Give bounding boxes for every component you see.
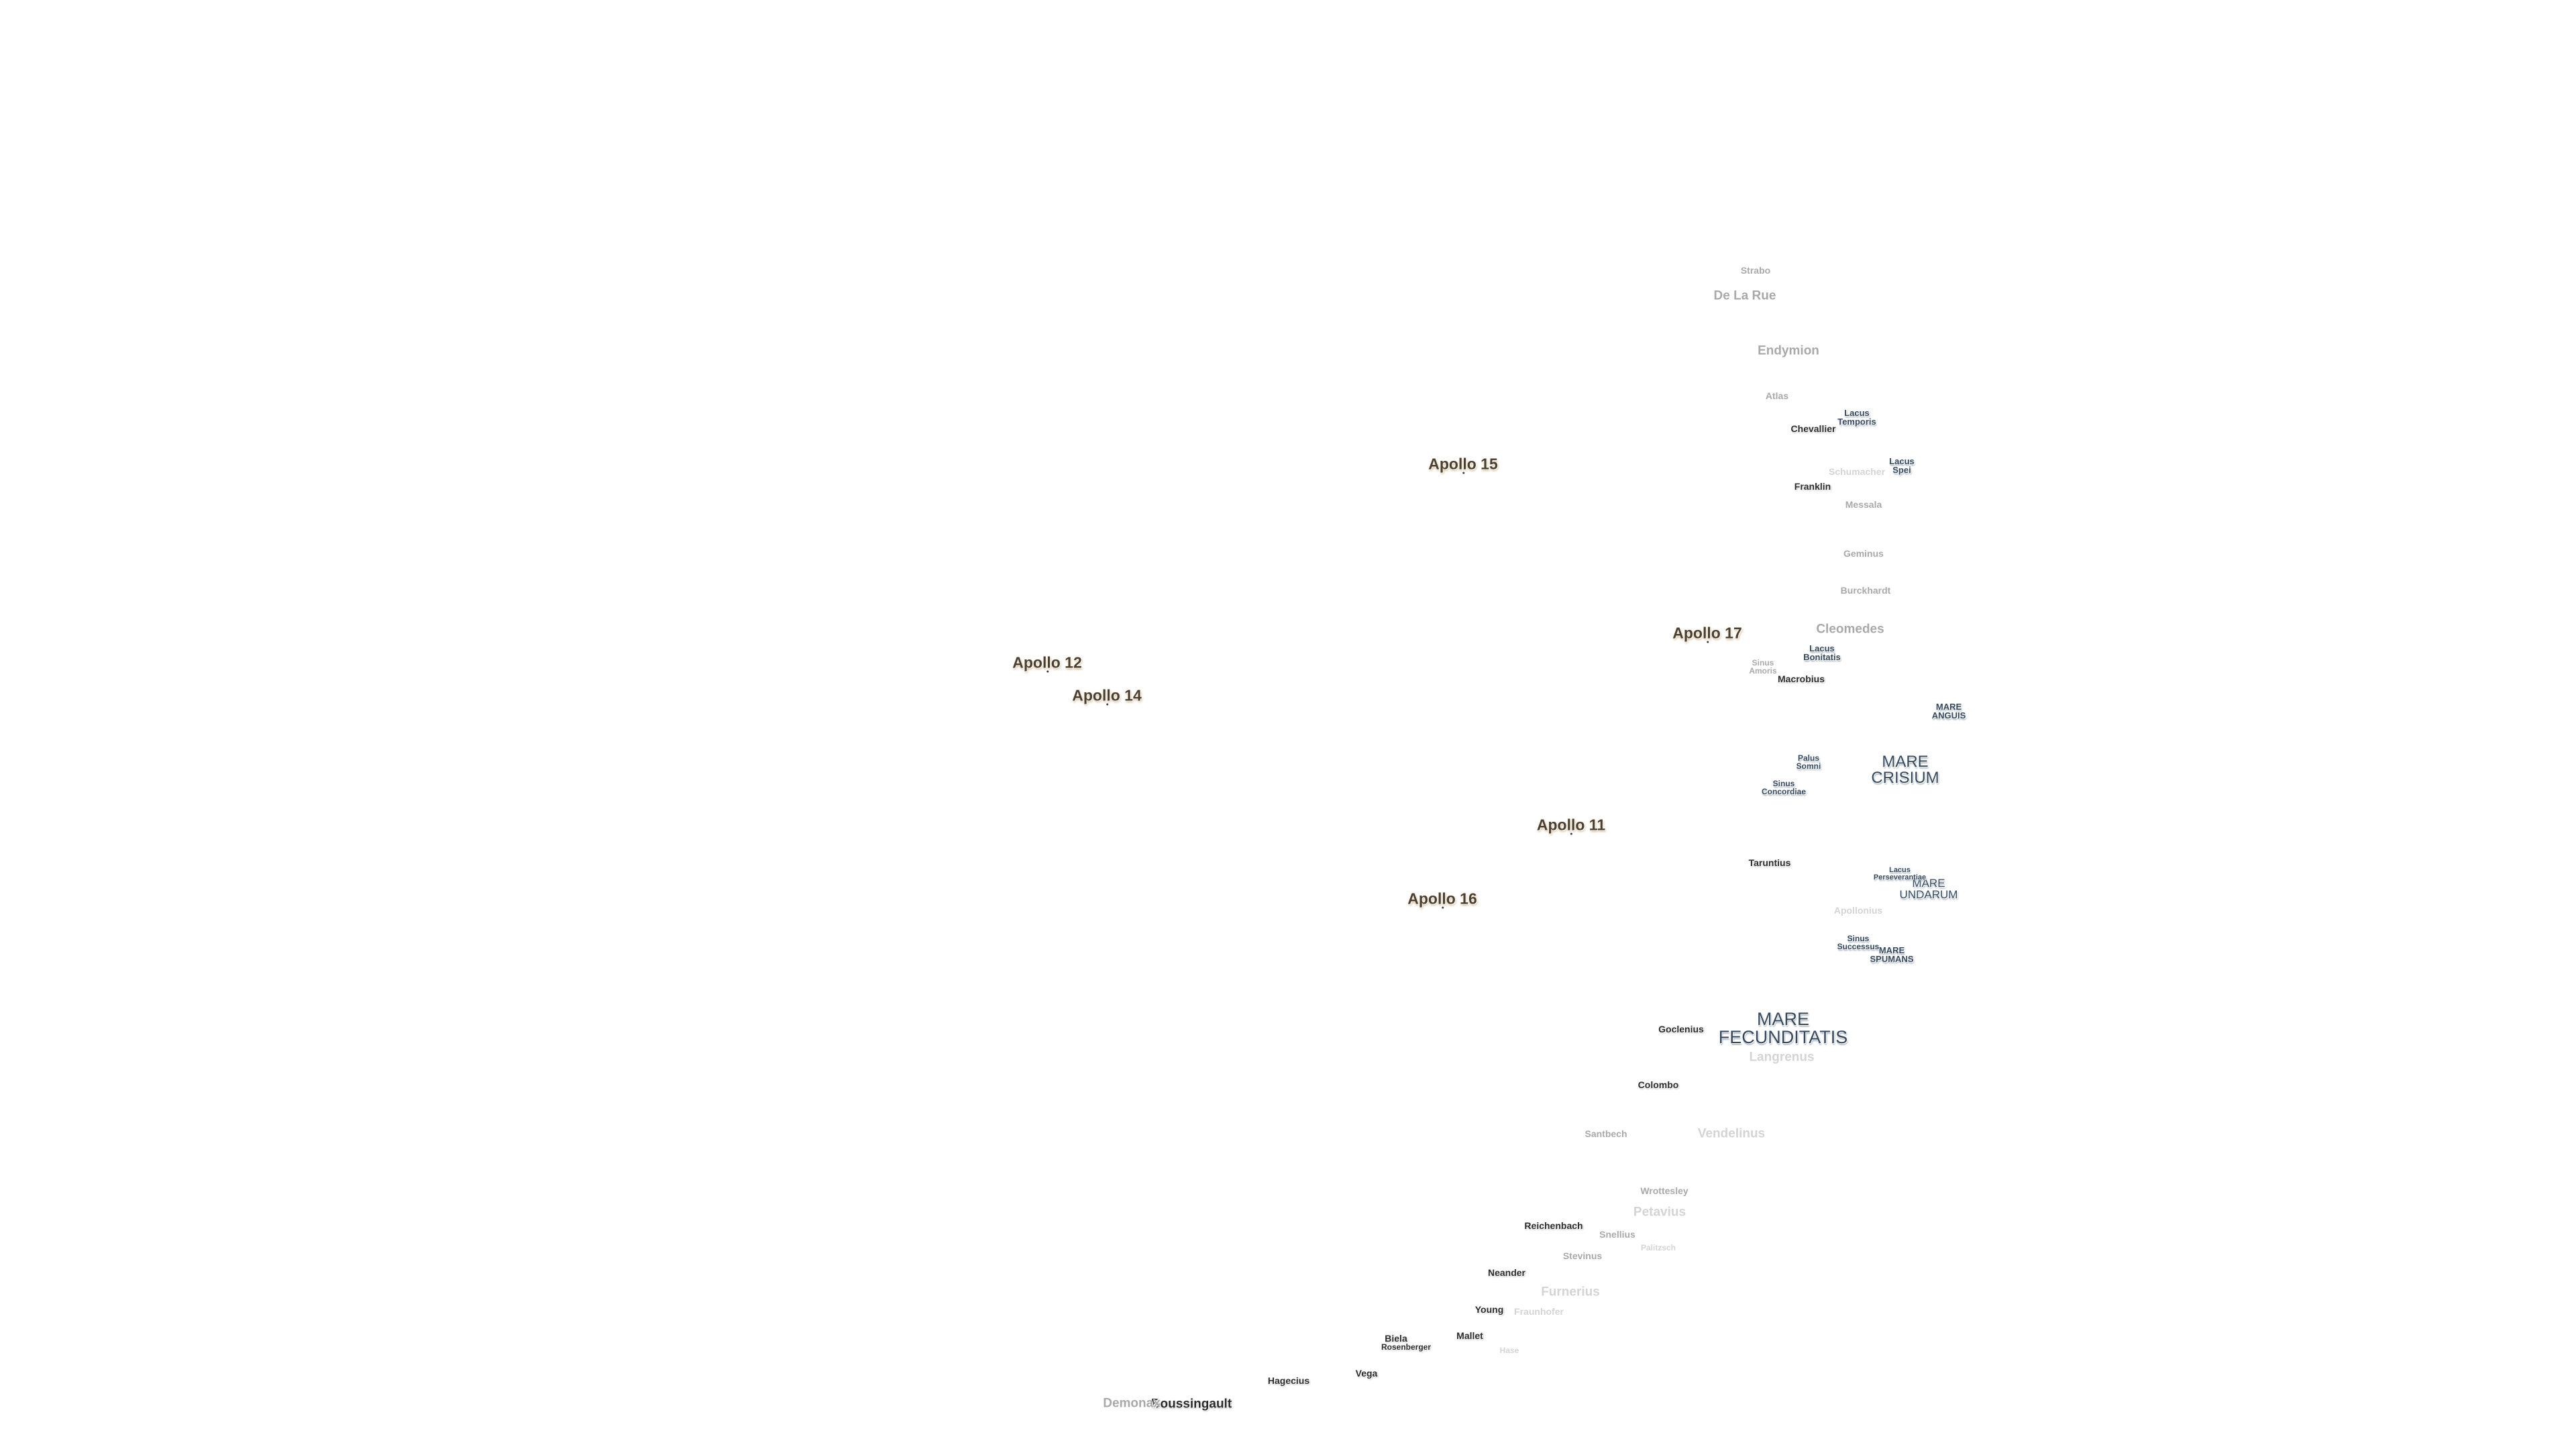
- sinus-amoris-label[interactable]: Sinus Amoris: [1749, 658, 1777, 676]
- crater-demonax-label[interactable]: Demonax: [1103, 1396, 1161, 1411]
- crater-neander-label[interactable]: Neander: [1487, 1267, 1526, 1278]
- apollo-15-marker: [1462, 472, 1464, 474]
- crater-langrenus-label[interactable]: Langrenus: [1749, 1050, 1815, 1065]
- lacus-bonitatis-label[interactable]: Lacus Bonitatis: [1803, 643, 1841, 662]
- crater-furnerius-label[interactable]: Furnerius: [1541, 1285, 1600, 1299]
- apollo-12-text: Apollo 12: [1012, 653, 1082, 672]
- apollo-17-marker: [1706, 641, 1709, 643]
- lacus-perseverantiae-label[interactable]: Lacus Perseverantiae: [1873, 866, 1927, 881]
- crater-atlas-label[interactable]: Atlas: [1765, 390, 1789, 401]
- crater-schumacher-label[interactable]: Schumacher: [1828, 466, 1886, 477]
- crater-boussingault-label[interactable]: Boussingault: [1150, 1397, 1232, 1411]
- apollo-16-text: Apollo 16: [1407, 890, 1477, 908]
- crater-endymion-label[interactable]: Endymion: [1758, 343, 1819, 358]
- crater-hase-label[interactable]: Hase: [1499, 1346, 1519, 1355]
- crater-taruntius-label[interactable]: Taruntius: [1748, 857, 1791, 868]
- mare-fecunditatis-label[interactable]: MARE FECUNDITATIS: [1718, 1009, 1848, 1047]
- crater-rosenberger-label[interactable]: Rosenberger: [1381, 1342, 1432, 1352]
- apollo-11-marker: [1570, 833, 1572, 835]
- apollo-16-label[interactable]: Apollo 16: [1407, 890, 1477, 909]
- apollo-14-label[interactable]: Apollo 14: [1072, 686, 1142, 706]
- crater-colombo-label[interactable]: Colombo: [1638, 1079, 1679, 1090]
- mare-spumans-label[interactable]: MARE SPUMANS: [1870, 945, 1914, 964]
- apollo-17-text: Apollo 17: [1672, 624, 1742, 642]
- crater-reichenbach-label[interactable]: Reichenbach: [1524, 1220, 1583, 1231]
- crater-chevallier-label[interactable]: Chevallier: [1790, 423, 1836, 434]
- apollo-15-label[interactable]: Apollo 15: [1428, 455, 1498, 474]
- mare-undarum-label[interactable]: MARE UNDARUM: [1899, 877, 1958, 901]
- crater-mallet-label[interactable]: Mallet: [1456, 1330, 1483, 1341]
- sinus-successus-label[interactable]: Sinus Successus: [1837, 934, 1880, 951]
- apollo-11-label[interactable]: Apollo 11: [1536, 816, 1606, 835]
- crater-burckhardt-label[interactable]: Burckhardt: [1840, 585, 1891, 596]
- crater-messala-label[interactable]: Messala: [1845, 499, 1882, 510]
- crater-palitzsch-label[interactable]: Palitzsch: [1640, 1243, 1676, 1252]
- crater-biela-label[interactable]: Biela: [1385, 1333, 1407, 1344]
- crater-de-la-rue-label[interactable]: De La Rue: [1713, 288, 1776, 303]
- crater-macrobius-label[interactable]: Macrobius: [1777, 674, 1825, 684]
- sinus-concordiae-label[interactable]: Sinus Concordiae: [1761, 779, 1807, 796]
- crater-hagecius-label[interactable]: Hagecius: [1267, 1375, 1310, 1386]
- crater-vendelinus-label[interactable]: Vendelinus: [1697, 1126, 1766, 1141]
- crater-apollonius-label[interactable]: Apollonius: [1833, 905, 1883, 916]
- apollo-12-marker: [1046, 670, 1049, 673]
- crater-snellius-label[interactable]: Snellius: [1599, 1229, 1635, 1240]
- crater-wrottesley-label[interactable]: Wrottesley: [1640, 1185, 1688, 1196]
- apollo-14-text: Apollo 14: [1072, 686, 1142, 704]
- palus-somni-label[interactable]: Palus Somni: [1796, 753, 1821, 771]
- crater-fraunhofer-label[interactable]: Fraunhofer: [1514, 1306, 1564, 1317]
- crater-franklin-label[interactable]: Franklin: [1794, 481, 1831, 492]
- crater-young-label[interactable]: Young: [1474, 1304, 1504, 1315]
- crater-petavius-label[interactable]: Petavius: [1633, 1205, 1686, 1220]
- lacus-spei-label[interactable]: Lacus Spei: [1889, 456, 1915, 475]
- apollo-17-label[interactable]: Apollo 17: [1672, 624, 1742, 643]
- mare-crisium-label[interactable]: MARE CRISIUM: [1871, 753, 1939, 787]
- crater-strabo-label[interactable]: Strabo: [1740, 265, 1771, 276]
- apollo-16-marker: [1441, 906, 1444, 909]
- apollo-11-text: Apollo 11: [1536, 816, 1606, 834]
- mare-anguis-label[interactable]: MARE ANGUIS: [1931, 702, 1966, 720]
- crater-santbech-label[interactable]: Santbech: [1585, 1128, 1627, 1139]
- apollo-15-text: Apollo 15: [1428, 455, 1498, 473]
- apollo-12-label[interactable]: Apollo 12: [1012, 653, 1082, 673]
- crater-geminus-label[interactable]: Geminus: [1843, 548, 1884, 559]
- crater-cleomedes-label[interactable]: Cleomedes: [1816, 622, 1884, 637]
- apollo-14-marker: [1106, 703, 1108, 706]
- crater-vega-label[interactable]: Vega: [1355, 1368, 1378, 1379]
- lacus-temporis-label[interactable]: Lacus Temporis: [1837, 408, 1876, 427]
- crater-goclenius-label[interactable]: Goclenius: [1658, 1024, 1704, 1034]
- crater-stevinus-label[interactable]: Stevinus: [1562, 1250, 1603, 1261]
